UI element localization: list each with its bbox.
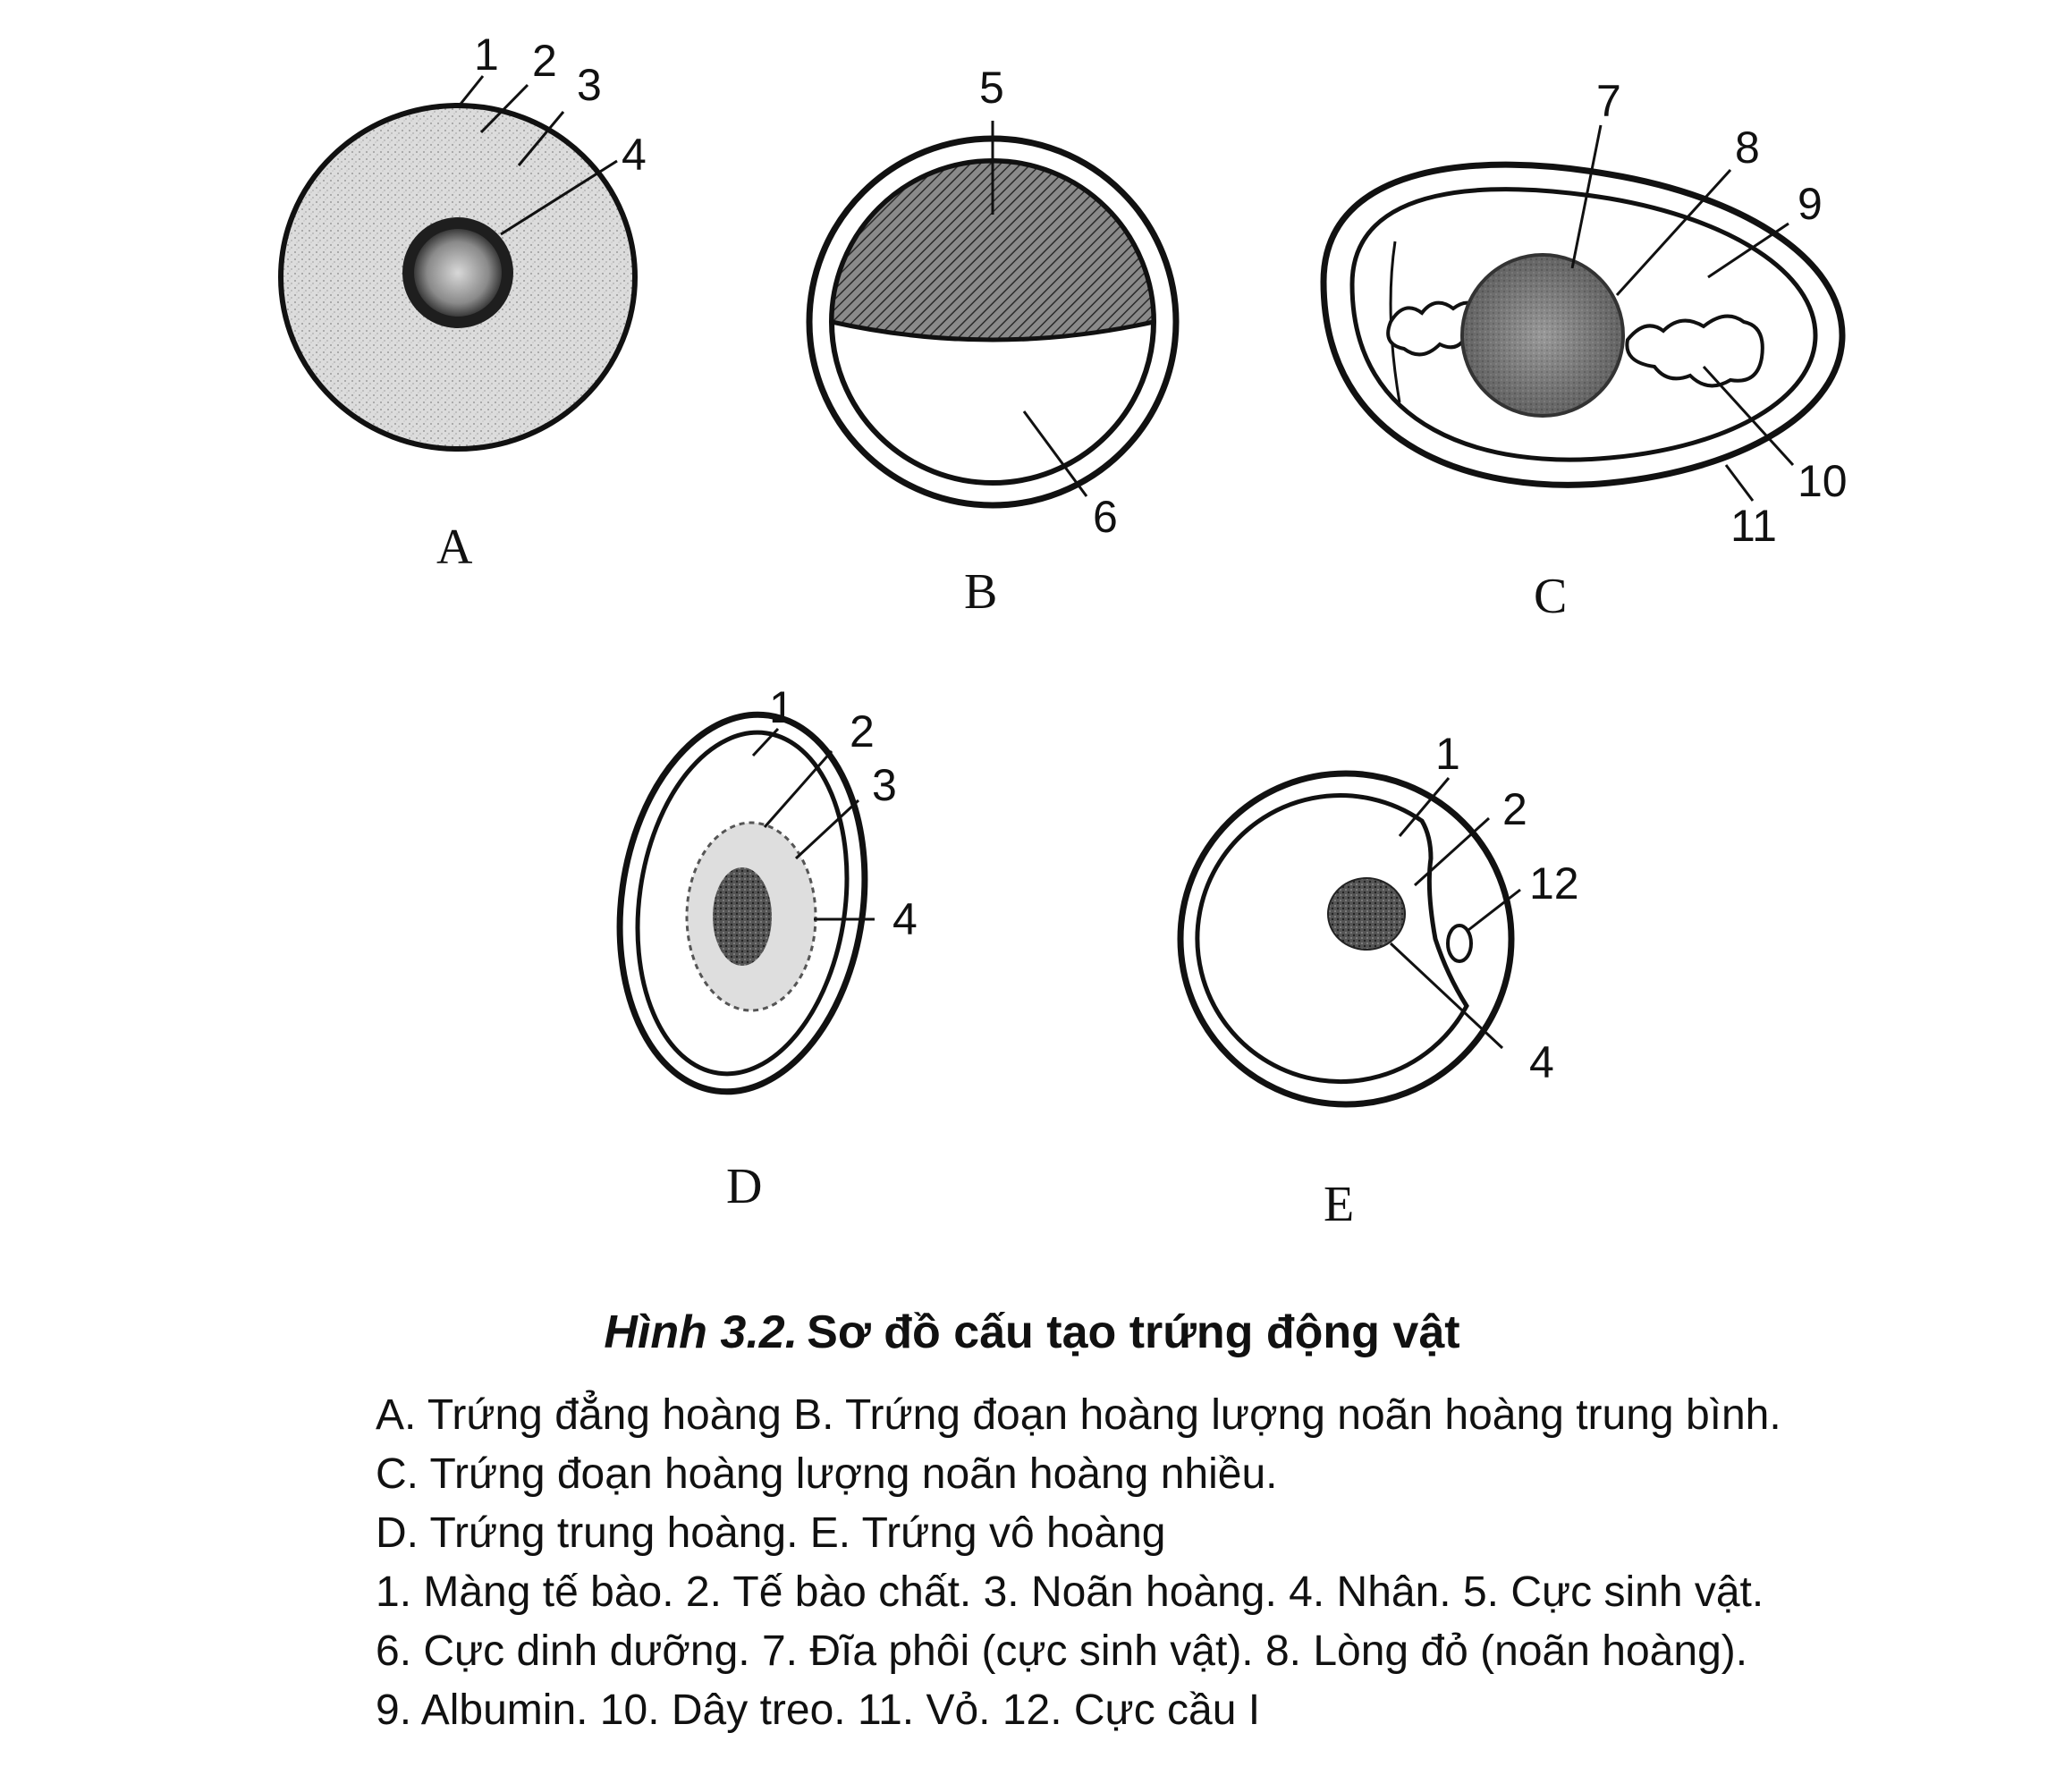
- panel-c-label-10: 10: [1798, 456, 1848, 506]
- panel-c-leader-7: [1570, 124, 1603, 269]
- panel-c-leader-9: [1707, 222, 1789, 279]
- figure-legend: A. Trứng đẳng hoàng B. Trứng đoạn hoàng …: [376, 1386, 1985, 1740]
- panel-d-nucleus: [713, 867, 772, 966]
- panel-c-yolk-texture: [1464, 257, 1621, 414]
- panel-d-label-2: 2: [850, 706, 875, 757]
- panel-e-leader-2: [1413, 816, 1491, 887]
- panel-a-label-2: 2: [532, 36, 557, 86]
- panel-c-chalaza-right: [1625, 314, 1764, 388]
- panel-e-leader-4: [1389, 942, 1504, 1050]
- egg-structure-diagram: 1 2 3 4 A 5 6 B 7 8 9 10 11 C: [278, 30, 1848, 1232]
- panel-e-polar-body: [1446, 924, 1473, 963]
- panel-a-label-1: 1: [474, 30, 499, 80]
- legend-line: 1. Màng tế bào. 2. Tế bào chất. 3. Noãn …: [376, 1568, 1764, 1616]
- figure-title: Hình 3.2.Sơ đồ cấu tạo trứng động vật: [0, 1306, 2064, 1359]
- panel-b-label-6: 6: [1093, 492, 1118, 542]
- panel-b-label-5: 5: [979, 63, 1004, 113]
- panel-a-leader-1: [456, 75, 485, 108]
- panel-a-leader-2: [479, 83, 529, 134]
- panel-c-label-8: 8: [1735, 123, 1760, 173]
- legend-line: D. Trứng trung hoàng. E. Trứng vô hoàng: [376, 1509, 1166, 1557]
- panel-a-nucleus: [414, 229, 502, 317]
- panel-c-leader-11: [1724, 464, 1755, 502]
- panel-d-leader-1: [751, 727, 780, 757]
- panel-b-leader-6: [1022, 410, 1088, 497]
- panel-a-isolecithal-egg: 1 2 3 4 A: [278, 30, 647, 575]
- panel-d-leader-3: [794, 799, 860, 860]
- panel-a-label-3: 3: [577, 60, 602, 110]
- legend-line: C. Trứng đoạn hoàng lượng noãn hoàng nhi…: [376, 1450, 1278, 1498]
- panel-d-label-1: 1: [769, 682, 794, 732]
- panel-a-leader-4: [500, 159, 618, 236]
- panel-d-centrolecithal-egg: 1 2 3 4 D: [616, 682, 918, 1214]
- panel-b-telolecithal-moderate-egg: 5 6 B: [806, 63, 1180, 620]
- panel-e-leader-1: [1398, 777, 1451, 837]
- panel-e-label-4: 4: [1529, 1037, 1554, 1087]
- panel-b-letter: B: [964, 564, 997, 620]
- panel-b-animal-pole: [829, 158, 1156, 342]
- panel-d-letter: D: [726, 1159, 762, 1214]
- panel-d-leader-2: [763, 750, 833, 828]
- panel-c-leader-10: [1702, 365, 1795, 467]
- panel-c-label-7: 7: [1596, 76, 1621, 126]
- legend-line: 9. Albumin. 10. Dây treo. 11. Vỏ. 12. Cự…: [376, 1686, 1261, 1734]
- legend-line: 6. Cực dinh dưỡng. 7. Đĩa phôi (cực sinh…: [376, 1627, 1748, 1675]
- panel-c-air-cell-boundary: [1389, 241, 1401, 403]
- panel-e-nucleus: [1327, 877, 1406, 951]
- panel-d-label-4: 4: [892, 894, 918, 944]
- panel-e-label-12: 12: [1529, 858, 1579, 909]
- panel-c-label-9: 9: [1798, 179, 1823, 229]
- legend-line: A. Trứng đẳng hoàng B. Trứng đoạn hoàng …: [376, 1391, 1781, 1439]
- panel-e-label-2: 2: [1502, 784, 1527, 834]
- figure-title-text: Sơ đồ cấu tạo trứng động vật: [807, 1306, 1460, 1358]
- panel-e-cell-membrane: [1195, 793, 1469, 1084]
- panel-c-letter: C: [1534, 569, 1567, 624]
- panel-c-label-11: 11: [1730, 501, 1777, 551]
- panel-e-label-1: 1: [1435, 729, 1460, 779]
- panel-a-letter: A: [436, 520, 473, 575]
- panel-d-label-3: 3: [872, 760, 897, 810]
- figure-caption: Hình 3.2.Sơ đồ cấu tạo trứng động vật A.…: [0, 1288, 2064, 1788]
- panel-e-letter: E: [1324, 1177, 1354, 1232]
- figure-number: Hình 3.2.: [604, 1306, 799, 1358]
- panel-e-alecithal-egg: 1 2 12 4 E: [1177, 729, 1579, 1232]
- panel-c-bird-egg: 7 8 9 10 11 C: [1320, 76, 1848, 624]
- panel-a-label-4: 4: [622, 130, 647, 180]
- panel-c-leader-8: [1615, 168, 1732, 297]
- panel-e-leader-12: [1468, 888, 1521, 932]
- panel-a-leader-3: [517, 111, 565, 166]
